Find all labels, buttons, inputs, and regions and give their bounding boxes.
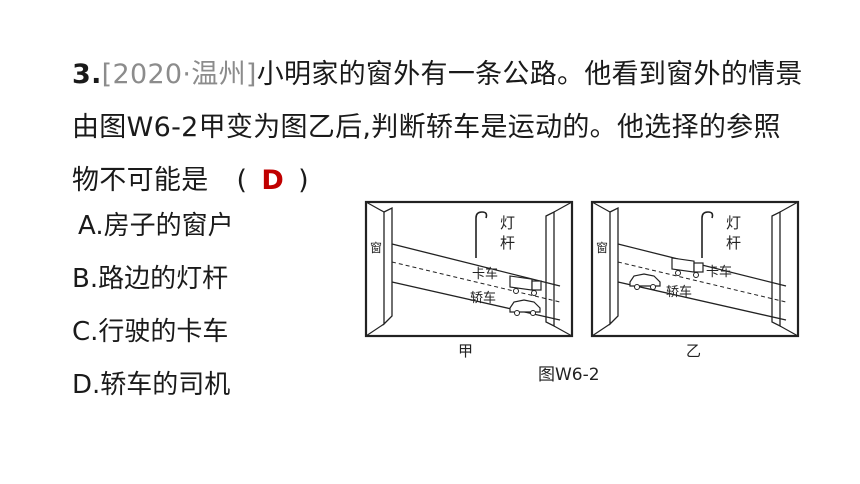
panel-yi: 窗 灯 杆 卡车 轿车 乙 bbox=[590, 200, 800, 360]
figure-caption: 图W6-2 bbox=[538, 365, 600, 385]
truck-label: 卡车 bbox=[706, 264, 732, 280]
road-centerline bbox=[391, 261, 561, 303]
frame-bevel bbox=[779, 201, 799, 213]
road-near-edge bbox=[617, 281, 787, 321]
panel-jia: 窗 灯 杆 卡车 轿车 甲 bbox=[364, 200, 574, 360]
figure-w6-2: 窗 灯 杆 卡车 轿车 甲 bbox=[360, 198, 810, 388]
option-b: B.路边的灯杆 bbox=[72, 264, 229, 294]
lamp-label-2: 杆 bbox=[500, 234, 515, 252]
car-label: 轿车 bbox=[666, 284, 692, 300]
truck-icon bbox=[671, 257, 704, 278]
left-wall bbox=[609, 206, 619, 326]
question-block: 3.[2020·温州]小明家的窗外有一条公路。他看到窗外的情景 由图W6-2甲变… bbox=[72, 48, 842, 207]
car-icon bbox=[629, 273, 661, 290]
option-c: C.行驶的卡车 bbox=[72, 317, 229, 347]
frame-bevel bbox=[365, 323, 385, 337]
options-list: A.房子的窗户 B.路边的灯杆 C.行驶的卡车 D.轿车的司机 bbox=[72, 202, 234, 414]
panel-label-jia: 甲 bbox=[458, 342, 473, 360]
lamp-post-icon bbox=[701, 211, 714, 258]
window-frame bbox=[364, 200, 574, 338]
lamp-label-1: 灯 bbox=[726, 214, 741, 232]
frame-bevel bbox=[779, 325, 799, 337]
left-wall bbox=[383, 206, 393, 326]
answer-blank: ( D) bbox=[237, 165, 309, 196]
figure-svg: 窗 灯 杆 卡车 轿车 甲 bbox=[364, 200, 800, 385]
question-source: [2020·温州] bbox=[101, 59, 257, 90]
lamp-post-icon bbox=[475, 211, 488, 258]
option-a: A.房子的窗户 bbox=[78, 211, 234, 241]
right-wall bbox=[771, 210, 781, 328]
frame-bevel bbox=[591, 323, 611, 337]
frame-bevel bbox=[365, 201, 385, 213]
option-d: D.轿车的司机 bbox=[72, 370, 231, 400]
question-number: 3. bbox=[72, 59, 102, 90]
question-line-1: 3.[2020·温州]小明家的窗外有一条公路。他看到窗外的情景 bbox=[72, 48, 842, 101]
answer-letter: D bbox=[261, 165, 285, 196]
right-wall bbox=[545, 210, 555, 328]
paren-close: ) bbox=[298, 165, 309, 196]
window-label: 窗 bbox=[370, 241, 382, 255]
road-centerline bbox=[617, 261, 787, 303]
window-label: 窗 bbox=[596, 241, 608, 255]
question-stem-line-2: 由图W6-2甲变为图乙后,判断轿车是运动的。他选择的参照 bbox=[72, 112, 781, 143]
panel-label-yi: 乙 bbox=[686, 342, 701, 360]
question-stem-line-3: 物不可能是 bbox=[72, 165, 209, 196]
frame-bevel bbox=[553, 201, 573, 213]
question-stem-line-1: 小明家的窗外有一条公路。他看到窗外的情景 bbox=[256, 59, 803, 90]
lamp-label-1: 灯 bbox=[500, 214, 515, 232]
paren-open: ( bbox=[236, 165, 248, 196]
car-label: 轿车 bbox=[470, 290, 496, 306]
frame-bevel bbox=[591, 201, 611, 213]
truck-label: 卡车 bbox=[472, 266, 498, 282]
window-frame bbox=[590, 200, 800, 338]
truck-icon bbox=[509, 275, 542, 296]
car-icon bbox=[509, 299, 541, 316]
lamp-label-2: 杆 bbox=[726, 234, 741, 252]
frame-bevel bbox=[553, 325, 573, 337]
question-line-3: 物不可能是 ( D) bbox=[72, 154, 842, 207]
